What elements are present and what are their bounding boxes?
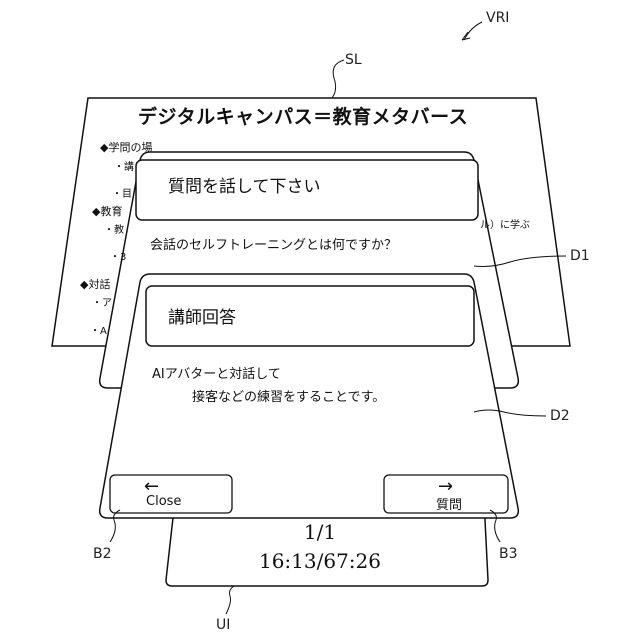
slide-subitem-1: ・講	[114, 158, 134, 173]
leader-vri	[464, 22, 482, 40]
dialog1-title: 質問を話して下さい	[168, 172, 321, 197]
ui-page-indicator: 1/1	[0, 520, 640, 544]
slide-bullet-1: ◆学問の場	[100, 139, 152, 155]
slide-subitem-4: ・3	[110, 248, 126, 263]
question-button[interactable]: → 質問	[384, 475, 508, 513]
ref-d2-label: D2	[550, 408, 570, 424]
slide-subitem-5: ・ア	[92, 294, 112, 309]
slide-right-fragment: ル）に学ぶ	[480, 216, 530, 231]
question-button-label: 質問	[436, 494, 462, 513]
slide-subitem-2: ・目	[112, 185, 132, 200]
slide-subitem-3: ・教	[104, 221, 124, 236]
ref-vri-label: VRI	[486, 10, 509, 26]
slide-bullet-3: ◆対話	[80, 276, 110, 292]
ui-time-indicator: 16:13/67:26	[0, 549, 640, 573]
leader-sl	[332, 60, 344, 98]
dialog2-title: 講師回答	[168, 303, 236, 328]
slide-subitem-6: ・A	[90, 322, 107, 337]
dialog2-answer-line1: AIアバターと対話して	[152, 363, 281, 382]
dialog1-question: 会話のセルフトレーニングとは何ですか？	[150, 234, 397, 253]
dialog2-answer-line2: 接客などの練習をすることです。	[192, 386, 385, 405]
slide-title: デジタルキャンパス＝教育メタバース	[138, 102, 468, 129]
ref-d1-label: D1	[570, 248, 590, 264]
slide-bullet-2: ◆教育	[92, 203, 122, 219]
close-button[interactable]: ← Close	[110, 475, 232, 513]
close-button-label: Close	[146, 494, 181, 509]
ref-sl-label: SL	[345, 52, 362, 68]
ref-ui-label: UI	[216, 617, 230, 633]
leader-ui	[226, 586, 234, 614]
